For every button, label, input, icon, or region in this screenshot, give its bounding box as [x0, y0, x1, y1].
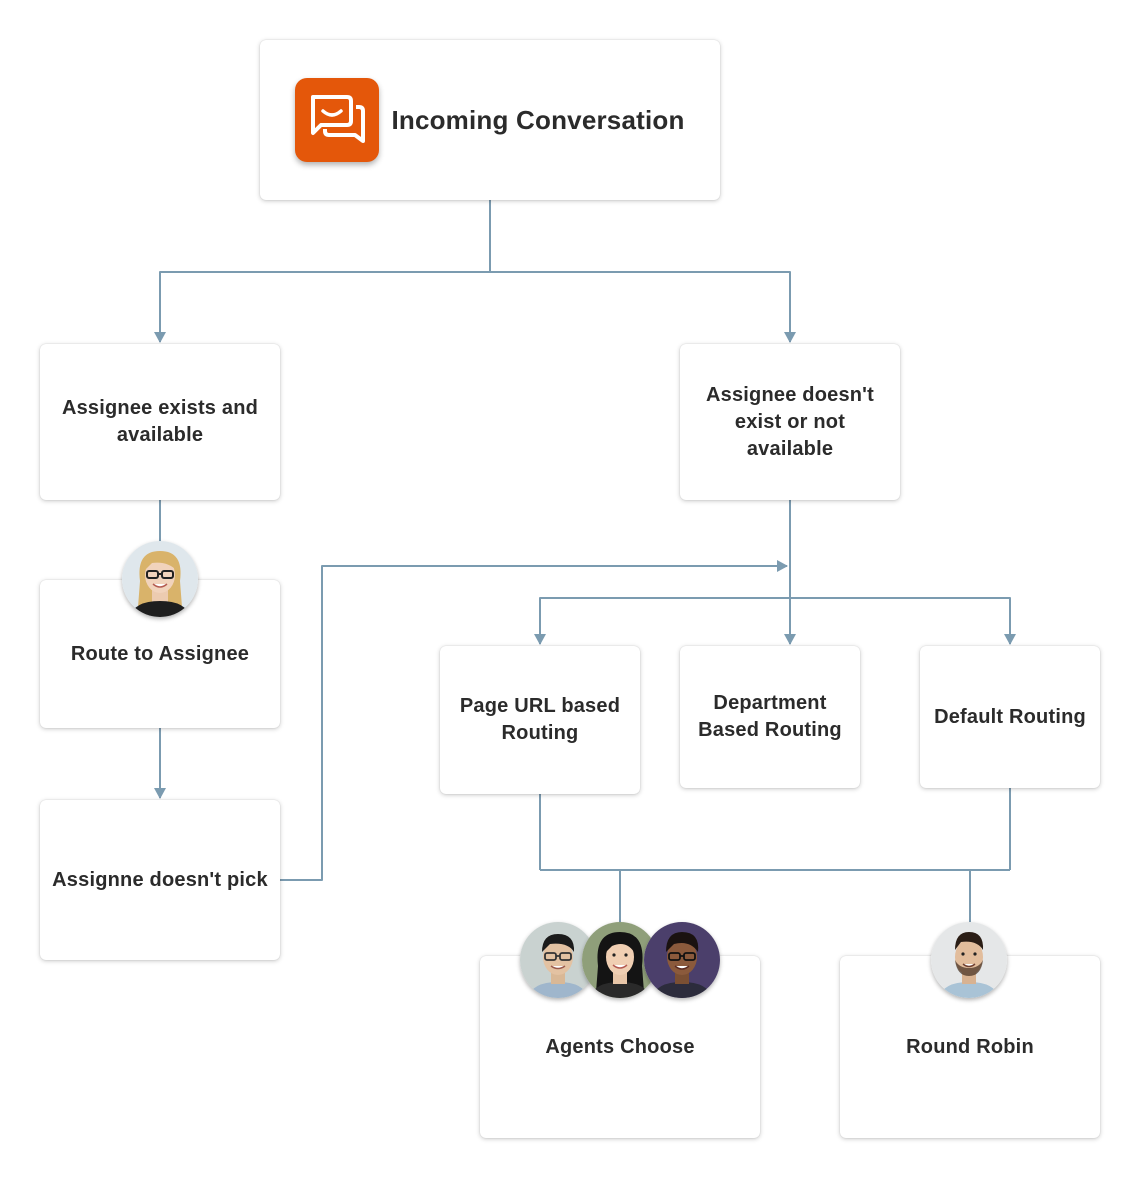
chat-bubbles-icon — [295, 78, 380, 162]
node-assignee-exists: Assignee exists and available — [40, 344, 280, 500]
female-agent-glasses-avatar — [122, 541, 198, 617]
male-agent-beard-avatar — [931, 922, 1007, 998]
node-label: Agents Choose — [545, 1035, 695, 1058]
node-page-url-routing: Page URL based Routing — [440, 646, 640, 794]
node-label: Assignne doesn't pick — [52, 868, 268, 891]
connector-doesnt-pick-loopback — [280, 560, 788, 881]
node-label: Assignee exists and available — [61, 397, 259, 446]
node-label: Default Routing — [934, 705, 1086, 728]
node-label: Department Based Routing — [698, 692, 842, 741]
node-label: Incoming Conversation — [391, 104, 685, 135]
connector-to-assignee-exists — [154, 271, 490, 343]
node-label: Route to Assignee — [70, 642, 250, 665]
node-label: Round Robin — [906, 1035, 1034, 1058]
connector-to-assignee-not-exist — [490, 271, 796, 343]
node-department-routing: Department Based Routing — [680, 646, 860, 788]
node-label: Assignee doesn't exist or not available — [706, 383, 874, 460]
node-label: Page URL based Routing — [459, 695, 621, 744]
connector-to-page-url — [534, 597, 790, 645]
node-default-routing: Default Routing — [920, 646, 1100, 788]
connector-to-default — [790, 597, 1016, 645]
node-assignee-doesnt-pick: Assignne doesn't pick — [40, 800, 280, 960]
node-assignee-not-exist: Assignee doesn't exist or not available — [680, 344, 900, 500]
node-incoming-conversation: Incoming Conversation — [260, 40, 720, 200]
female-agent-glasses-2-avatar — [644, 922, 720, 998]
